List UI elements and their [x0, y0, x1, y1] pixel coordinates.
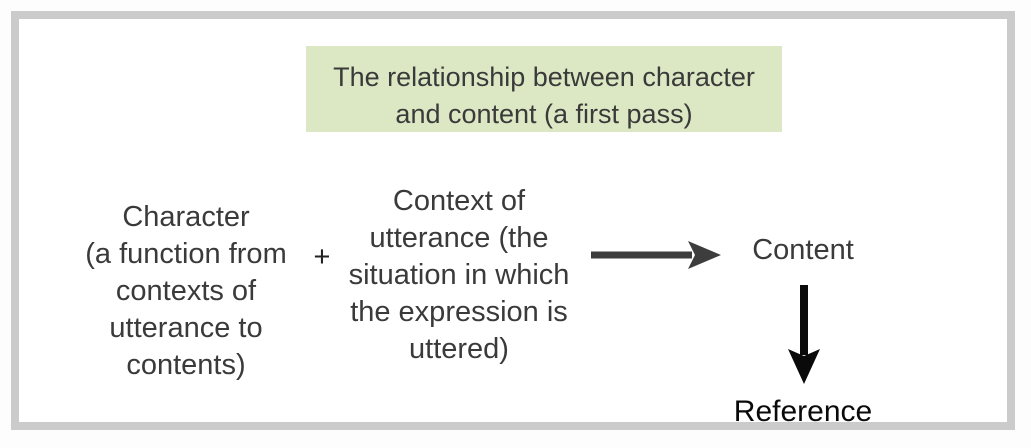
character-line: contents) — [126, 349, 246, 381]
title-box: The relationship between character and c… — [306, 46, 782, 132]
title-line-1: The relationship between character — [333, 62, 755, 92]
context-line: uttered) — [409, 333, 509, 365]
context-line: the expression is — [350, 296, 568, 328]
down-arrow-head — [788, 349, 820, 384]
down-arrow-icon — [785, 281, 823, 385]
right-arrow-icon — [589, 237, 723, 273]
context-line: utterance (the — [369, 222, 549, 254]
right-arrow-head — [688, 241, 721, 269]
character-line: utterance to — [109, 312, 263, 344]
context-node: Context of utterance (the situation in w… — [339, 183, 579, 368]
context-line: Context of — [392, 185, 526, 217]
character-line: Character — [122, 201, 250, 233]
character-line: contexts of — [115, 275, 257, 307]
title-line-2: and content (a first pass) — [395, 99, 693, 129]
content-label: Content — [752, 234, 854, 266]
reference-label: Reference — [733, 395, 873, 428]
frame-border: The relationship between character and c… — [11, 11, 1015, 430]
context-line: situation in which — [348, 259, 570, 291]
plus-operator: + — [313, 241, 331, 273]
character-line: (a function from — [85, 238, 287, 270]
character-node: Character (a function from contexts of u… — [66, 199, 306, 384]
